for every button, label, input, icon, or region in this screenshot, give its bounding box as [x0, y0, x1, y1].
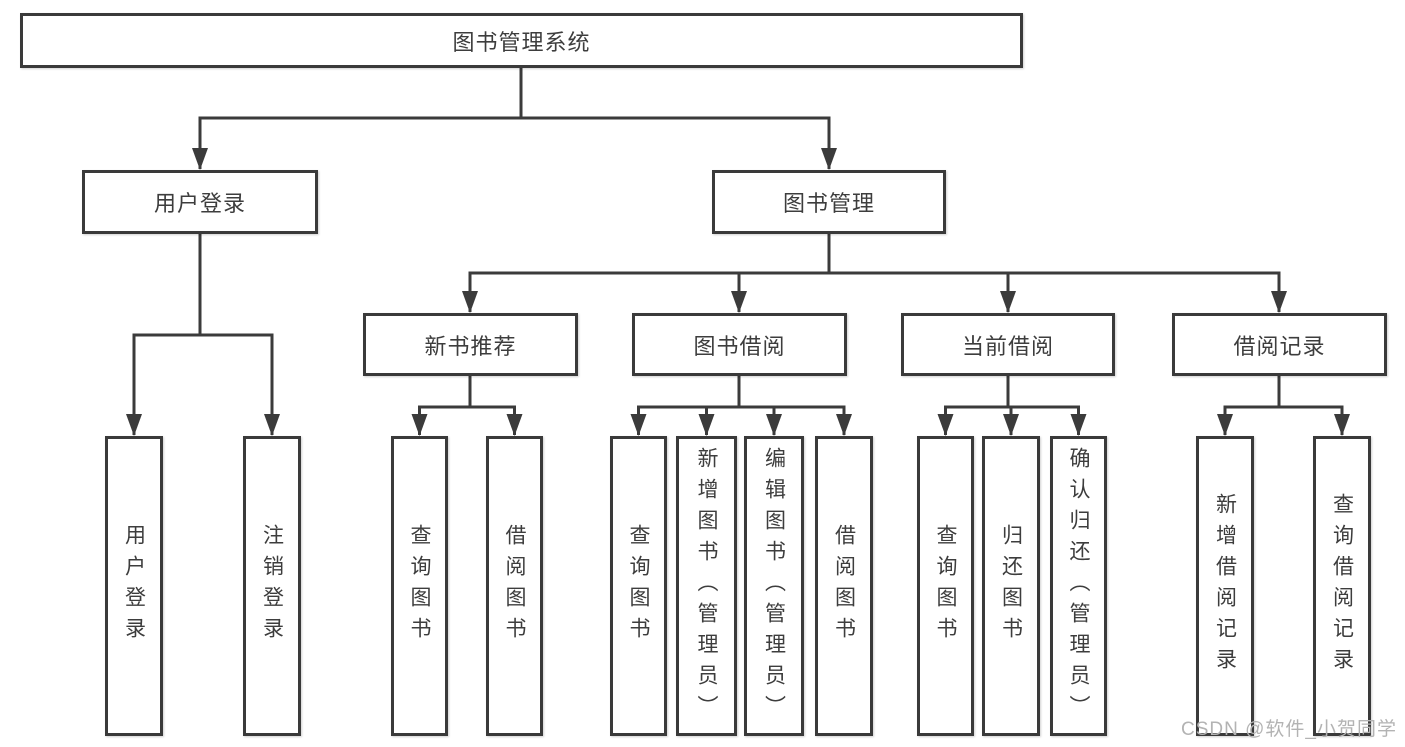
node-book-management-label: 图书管理 [782, 191, 875, 216]
leaf-borrow-book: 借阅图书 [815, 436, 873, 736]
node-current-borrow-label: 当前借阅 [961, 333, 1054, 359]
leaf-borrow-edit-admin-label: 编辑图书（管理员） [762, 446, 786, 726]
node-book-borrow: 图书借阅 [632, 313, 847, 376]
node-new-book-recommend-label: 新书推荐 [424, 333, 517, 359]
leaf-current-confirm-admin-label: 确认归还（管理员） [1067, 446, 1090, 726]
leaf-current-confirm-admin: 确认归还（管理员） [1050, 436, 1107, 736]
leaf-newbooks-borrow: 借阅图书 [486, 436, 543, 736]
leaf-records-query: 查询借阅记录 [1313, 436, 1371, 736]
leaf-borrow-query: 查询图书 [610, 436, 667, 736]
leaf-current-query-label: 查询图书 [934, 524, 957, 648]
node-borrow-records: 借阅记录 [1172, 313, 1387, 376]
leaf-borrow-add-admin-label: 新增图书（管理员） [695, 446, 718, 726]
leaf-borrow-edit-admin: 编辑图书（管理员） [744, 436, 804, 736]
leaf-newbooks-borrow-label: 借阅图书 [503, 524, 526, 648]
leaf-records-add-label: 新增借阅记录 [1213, 493, 1237, 679]
node-new-book-recommend: 新书推荐 [363, 313, 578, 376]
node-current-borrow: 当前借阅 [901, 313, 1115, 376]
node-root-label: 图书管理系统 [452, 29, 591, 55]
leaf-logout-label: 注销登录 [260, 524, 284, 648]
leaf-logout: 注销登录 [243, 436, 301, 736]
leaf-current-return-label: 归还图书 [999, 524, 1023, 648]
leaf-current-return: 归还图书 [982, 436, 1040, 736]
csdn-watermark: CSDN @软件_小贺同学 [1181, 719, 1397, 740]
node-user-login-label: 用户登录 [153, 191, 246, 216]
leaf-newbooks-query-label: 查询图书 [408, 524, 431, 648]
leaf-borrow-add-admin: 新增图书（管理员） [676, 436, 737, 736]
leaf-current-query: 查询图书 [917, 436, 974, 736]
node-book-borrow-label: 图书借阅 [693, 333, 786, 359]
node-borrow-records-label: 借阅记录 [1233, 333, 1326, 359]
leaf-borrow-query-label: 查询图书 [627, 524, 650, 648]
leaf-records-add: 新增借阅记录 [1196, 436, 1254, 736]
leaf-borrow-book-label: 借阅图书 [832, 524, 856, 648]
node-root: 图书管理系统 [20, 13, 1023, 68]
node-book-management: 图书管理 [712, 170, 946, 234]
leaf-newbooks-query: 查询图书 [391, 436, 448, 736]
node-user-login: 用户登录 [82, 170, 318, 234]
leaf-user-login: 用户登录 [105, 436, 163, 736]
leaf-records-query-label: 查询借阅记录 [1330, 493, 1354, 679]
leaf-user-login-label: 用户登录 [122, 524, 146, 648]
